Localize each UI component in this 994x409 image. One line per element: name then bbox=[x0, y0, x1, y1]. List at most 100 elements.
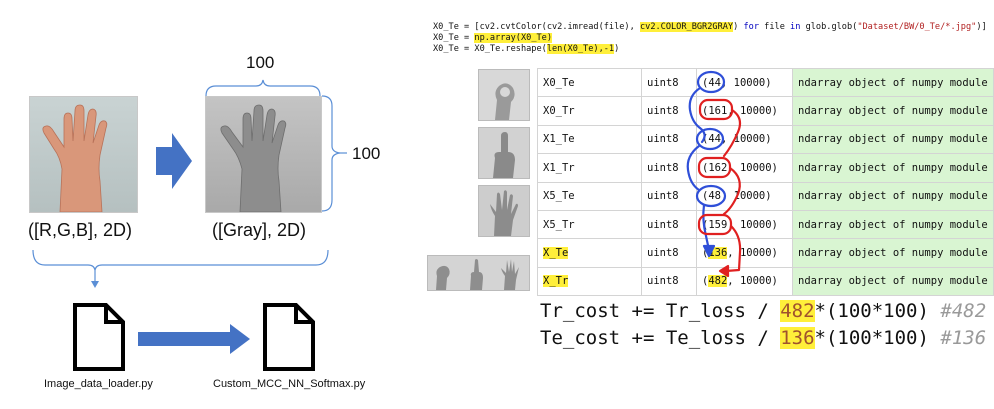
file-icon bbox=[263, 303, 315, 371]
train-cost-formula: Tr_cost += Tr_loss / 482*(100*100) #482 bbox=[540, 300, 986, 322]
variable-description: ndarray object of numpy module bbox=[792, 238, 994, 268]
variable-type: uint8 bbox=[641, 67, 697, 98]
formula-count: 136 bbox=[780, 327, 815, 349]
gesture-thumb-0 bbox=[478, 69, 530, 121]
code-highlight: len(X0_Te),-1 bbox=[546, 44, 615, 54]
variable-description: ndarray object of numpy module bbox=[792, 181, 994, 211]
sample-count: 136 bbox=[708, 247, 728, 260]
code-string: "Dataset/BW/0_Te/*.jpg" bbox=[857, 22, 977, 32]
variable-table: X0_Te uint8 (44, 10000) ndarray object o… bbox=[537, 67, 994, 297]
variable-shape: (162, 10000) bbox=[696, 153, 793, 183]
file-icon bbox=[73, 303, 125, 371]
variable-shape: (48, 10000) bbox=[696, 181, 793, 211]
variable-description: ndarray object of numpy module bbox=[792, 153, 994, 183]
shape-rest: , 10000) bbox=[727, 105, 778, 118]
code-snippet: X0_Te = [cv2.cvtColor(cv2.imread(file), … bbox=[433, 22, 987, 55]
code-line-2: X0_Te = np.array(X0_Te) bbox=[433, 33, 553, 43]
code-text: )] bbox=[976, 22, 987, 32]
shape-rest: , 10000) bbox=[727, 247, 778, 260]
sample-count: 161 bbox=[708, 105, 728, 118]
variable-shape: (44, 10000) bbox=[696, 124, 793, 155]
variable-description: ndarray object of numpy module bbox=[792, 96, 994, 126]
variable-type: uint8 bbox=[641, 124, 697, 155]
code-text: X0_Te = X0_Te.reshape( bbox=[433, 44, 547, 54]
table-row[interactable]: X0_Tr uint8 (161, 10000) ndarray object … bbox=[537, 96, 994, 126]
variable-description: ndarray object of numpy module bbox=[792, 209, 994, 240]
variable-name: X5_Te bbox=[537, 181, 642, 211]
shape-rest: , 10000) bbox=[727, 161, 778, 174]
table-row[interactable]: X5_Tr uint8 (159, 10000) ndarray object … bbox=[537, 209, 994, 240]
shape-rest: , 10000) bbox=[720, 133, 772, 146]
gray-hand-image bbox=[205, 96, 322, 213]
code-text: ) bbox=[733, 22, 744, 32]
code-line-1: X0_Te = [cv2.cvtColor(cv2.imread(file), … bbox=[433, 22, 987, 32]
variable-name: X1_Tr bbox=[537, 153, 642, 183]
code-keyword: in bbox=[790, 22, 801, 32]
formula-text: *(100*100) bbox=[814, 327, 941, 349]
dimension-width-label: 100 bbox=[246, 53, 275, 72]
gesture-thumb-5 bbox=[478, 185, 530, 237]
shape-rest: , 10000) bbox=[727, 275, 778, 288]
code-highlight: cv2.COLOR_BGR2GRAY bbox=[639, 22, 734, 32]
variable-name: X0_Te bbox=[537, 67, 642, 98]
code-text: X0_Te = [cv2.cvtColor(cv2.imread(file), bbox=[433, 22, 640, 32]
sample-count: 482 bbox=[708, 275, 728, 288]
table-row[interactable]: X5_Te uint8 (48, 10000) ndarray object o… bbox=[537, 181, 994, 211]
formula-comment: #136 bbox=[940, 327, 987, 349]
gesture-thumb-1 bbox=[478, 127, 530, 179]
code-line-3: X0_Te = X0_Te.reshape(len(X0_Te),-1) bbox=[433, 44, 619, 54]
shape-rest: , 10000) bbox=[727, 218, 778, 231]
dimension-brackets bbox=[32, 79, 347, 288]
test-cost-formula: Te_cost += Te_loss / 136*(100*100) #136 bbox=[540, 327, 986, 349]
variable-shape: (161, 10000) bbox=[696, 96, 793, 126]
rgb-caption: ([R,G,B], 2D) bbox=[28, 220, 133, 240]
variable-name: X0_Tr bbox=[537, 96, 642, 126]
sample-count: 44 bbox=[708, 76, 721, 89]
sample-count: 44 bbox=[708, 133, 721, 146]
variable-name: X5_Tr bbox=[537, 209, 642, 240]
table-row[interactable]: X1_Tr uint8 (162, 10000) ndarray object … bbox=[537, 153, 994, 183]
variable-type: uint8 bbox=[641, 266, 697, 297]
variable-shape: (159, 10000) bbox=[696, 209, 793, 240]
formula-text: Tr_cost += Tr_loss / bbox=[540, 300, 781, 322]
formula-text: *(100*100) bbox=[814, 300, 941, 322]
dimension-height-label: 100 bbox=[352, 144, 381, 163]
convert-arrow-icon bbox=[156, 133, 192, 189]
formula-count: 482 bbox=[780, 300, 815, 322]
sample-count: 162 bbox=[708, 161, 728, 174]
sample-count: 48 bbox=[708, 190, 721, 203]
variable-shape: (44, 10000) bbox=[696, 67, 793, 98]
variable-description: ndarray object of numpy module bbox=[792, 266, 994, 297]
file-label-loader: Image_data_loader.py bbox=[44, 378, 153, 390]
file-label-softmax: Custom_MCC_NN_Softmax.py bbox=[213, 378, 366, 390]
variable-type: uint8 bbox=[641, 238, 697, 268]
code-text: glob.glob( bbox=[800, 22, 858, 32]
code-text: ) bbox=[614, 44, 620, 54]
variable-shape: (136, 10000) bbox=[696, 238, 793, 268]
pipeline-arrow-icon bbox=[138, 324, 250, 354]
sample-count: 159 bbox=[708, 218, 728, 231]
shape-rest: , 10000) bbox=[720, 76, 772, 89]
variable-name-text: X_Tr bbox=[543, 275, 569, 288]
code-text: X0_Te = bbox=[433, 33, 475, 43]
variable-description: ndarray object of numpy module bbox=[792, 124, 994, 155]
variable-type: uint8 bbox=[641, 96, 697, 126]
table-row[interactable]: X0_Te uint8 (44, 10000) ndarray object o… bbox=[537, 67, 994, 98]
variable-type: uint8 bbox=[641, 209, 697, 240]
variable-type: uint8 bbox=[641, 181, 697, 211]
variable-name-text: X_Te bbox=[543, 247, 569, 260]
table-row[interactable]: X1_Te uint8 (44, 10000) ndarray object o… bbox=[537, 124, 994, 155]
code-keyword: for bbox=[743, 22, 759, 32]
code-highlight: np.array(X0_Te) bbox=[474, 33, 553, 43]
variable-description: ndarray object of numpy module bbox=[792, 67, 994, 98]
table-row[interactable]: X_Te uint8 (136, 10000) ndarray object o… bbox=[537, 238, 994, 268]
color-hand-image bbox=[29, 96, 138, 213]
shape-rest: , 10000) bbox=[720, 190, 772, 203]
table-row[interactable]: X_Tr uint8 (482, 10000) ndarray object o… bbox=[537, 266, 994, 297]
variable-name: X_Te bbox=[537, 238, 642, 268]
formula-text: Te_cost += Te_loss / bbox=[540, 327, 781, 349]
gray-caption: ([Gray], 2D) bbox=[212, 220, 307, 240]
variable-name: X1_Te bbox=[537, 124, 642, 155]
formula-comment: #482 bbox=[940, 300, 987, 322]
variable-type: uint8 bbox=[641, 153, 697, 183]
